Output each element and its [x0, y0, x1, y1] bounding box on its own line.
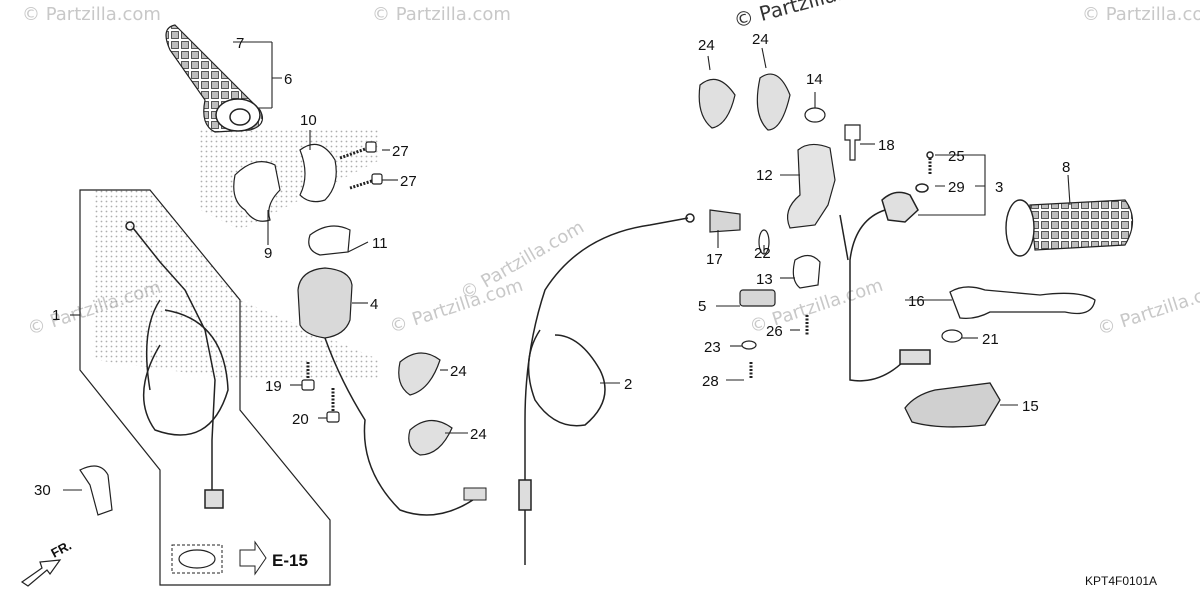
- right-switch: [839, 151, 934, 382]
- callout-12: 12: [756, 167, 773, 184]
- callout-24c: 24: [450, 363, 467, 380]
- callout-18: 18: [878, 137, 895, 154]
- callout-8: 8: [1062, 159, 1070, 176]
- cable-ties: [398, 73, 791, 456]
- callout-21: 21: [982, 331, 999, 348]
- lever-cover: [904, 382, 1001, 428]
- callout-29: 29: [948, 179, 965, 196]
- watermark: © Partzilla.com: [372, 4, 511, 25]
- watermark: © Partzilla.com: [22, 4, 161, 25]
- assembly-outline: [79, 189, 331, 586]
- leader-lines: [63, 41, 1071, 491]
- callout-15: 15: [1022, 398, 1039, 415]
- throttle-housing: [233, 143, 353, 339]
- callout-1: 1: [52, 307, 60, 324]
- callout-11: 11: [372, 235, 388, 252]
- callout-27a: 27: [392, 143, 409, 160]
- callout-7: 7: [236, 35, 244, 52]
- reference-e15: E-15: [171, 540, 308, 576]
- callout-24d: 24: [470, 426, 487, 443]
- clutch-lever: [949, 286, 1096, 320]
- callout-30: 30: [34, 482, 51, 499]
- watermark: © Partzilla.com: [731, 0, 886, 33]
- watermark: © Partzilla.com: [1095, 277, 1200, 340]
- clip-30: [79, 465, 113, 516]
- callout-25: 25: [948, 148, 965, 165]
- direction-label: FR.: [48, 538, 74, 561]
- callout-28: 28: [702, 373, 719, 390]
- callout-5: 5: [698, 298, 706, 315]
- callout-16: 16: [908, 293, 925, 310]
- shading: [95, 130, 380, 380]
- throttle-grip: [165, 24, 263, 133]
- callout-3: 3: [995, 179, 1003, 196]
- callout-17: 17: [706, 251, 723, 268]
- clutch-cable: [518, 213, 695, 565]
- watermark: © Partzilla.com: [1082, 4, 1200, 25]
- callout-24a: 24: [698, 37, 715, 54]
- callout-2: 2: [624, 376, 632, 393]
- callout-24b: 24: [752, 31, 769, 48]
- callout-22: 22: [754, 245, 771, 262]
- callout-19: 19: [265, 378, 282, 395]
- callout-10: 10: [300, 112, 317, 129]
- lever-nut: [941, 329, 963, 343]
- callout-23: 23: [704, 339, 721, 356]
- right-grip: [1005, 199, 1134, 257]
- screws: [301, 141, 383, 423]
- switch-connector: [463, 487, 487, 501]
- switch-wire: [324, 337, 481, 516]
- clutch-bracket: [709, 107, 861, 378]
- callout-27b: 27: [400, 173, 417, 190]
- callout-13: 13: [756, 271, 773, 288]
- callout-14: 14: [806, 71, 823, 88]
- throttle-cable: [125, 221, 229, 509]
- callout-4: 4: [370, 296, 378, 313]
- diagram-code: KPT4F0101A: [1085, 574, 1157, 588]
- callout-26: 26: [766, 323, 783, 340]
- front-direction-arrow: FR.: [20, 538, 74, 587]
- callout-20: 20: [292, 411, 309, 428]
- callout-9: 9: [264, 245, 272, 262]
- reference-label: E-15: [272, 551, 308, 570]
- callouts: 7 6 10 27 27 9 11 4 1 24 19 20 24 30 2 2…: [34, 31, 1070, 499]
- watermark: © Partzilla.com: [387, 275, 526, 338]
- callout-6: 6: [284, 71, 292, 88]
